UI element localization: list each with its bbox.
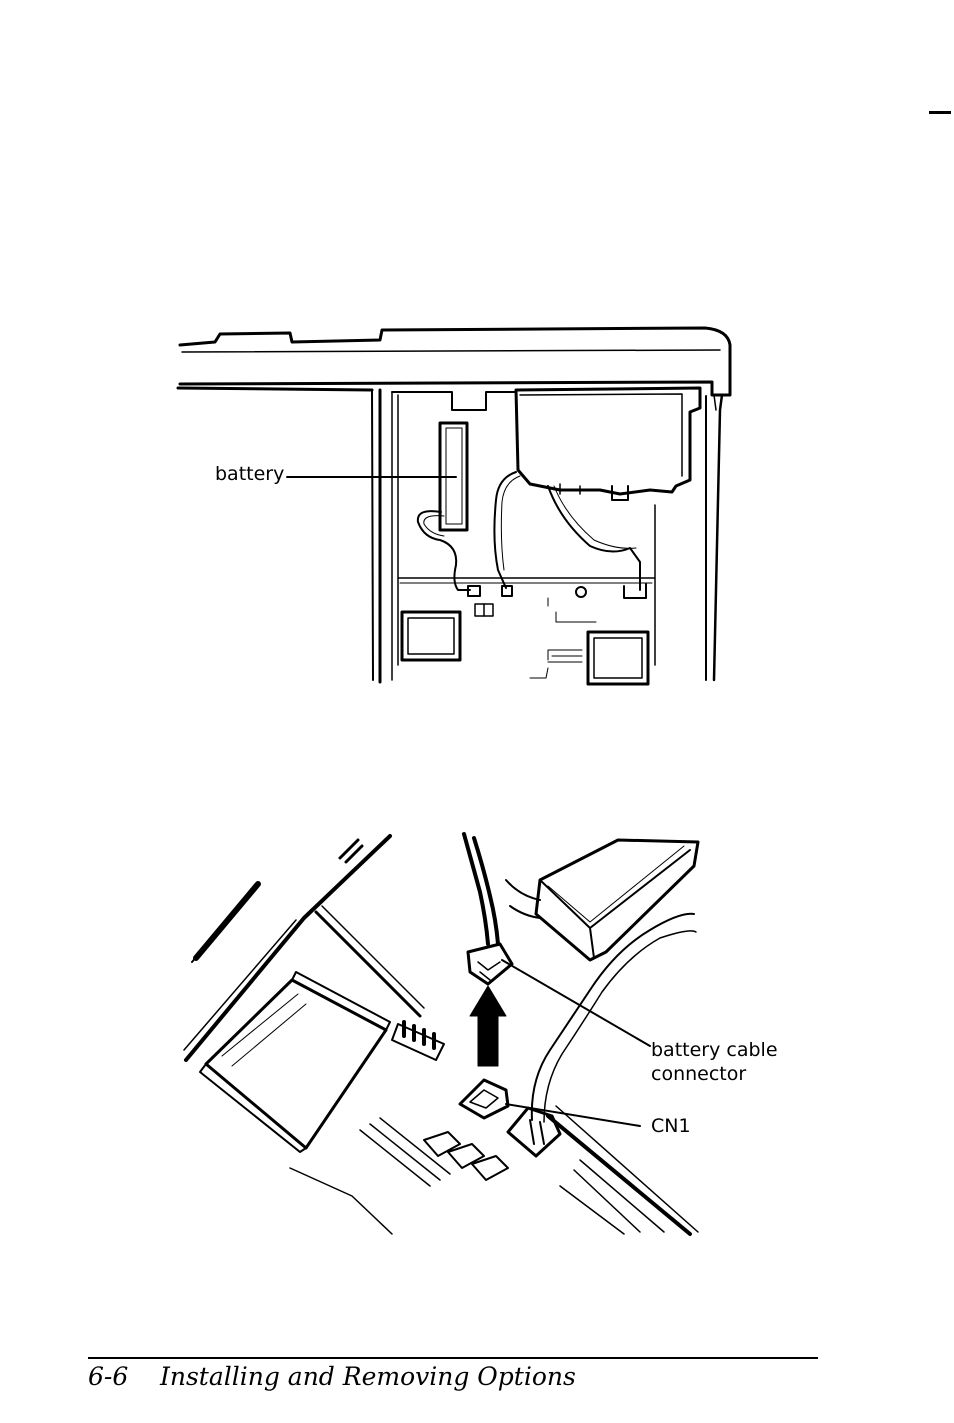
battery-cable-connector-label-line1: battery cable: [651, 1039, 778, 1061]
footer-rule: [88, 1357, 818, 1359]
page-footer: 6-6 Installing and Removing Options: [88, 1362, 576, 1392]
chapter-title: Installing and Removing Options: [160, 1362, 576, 1391]
battery-cable-connector-label-line2: connector: [651, 1063, 747, 1085]
page-number: 6-6: [88, 1362, 129, 1391]
battery-label: battery: [215, 463, 285, 485]
cn1-label: CN1: [651, 1115, 691, 1137]
page-edge-mark: [929, 111, 951, 114]
